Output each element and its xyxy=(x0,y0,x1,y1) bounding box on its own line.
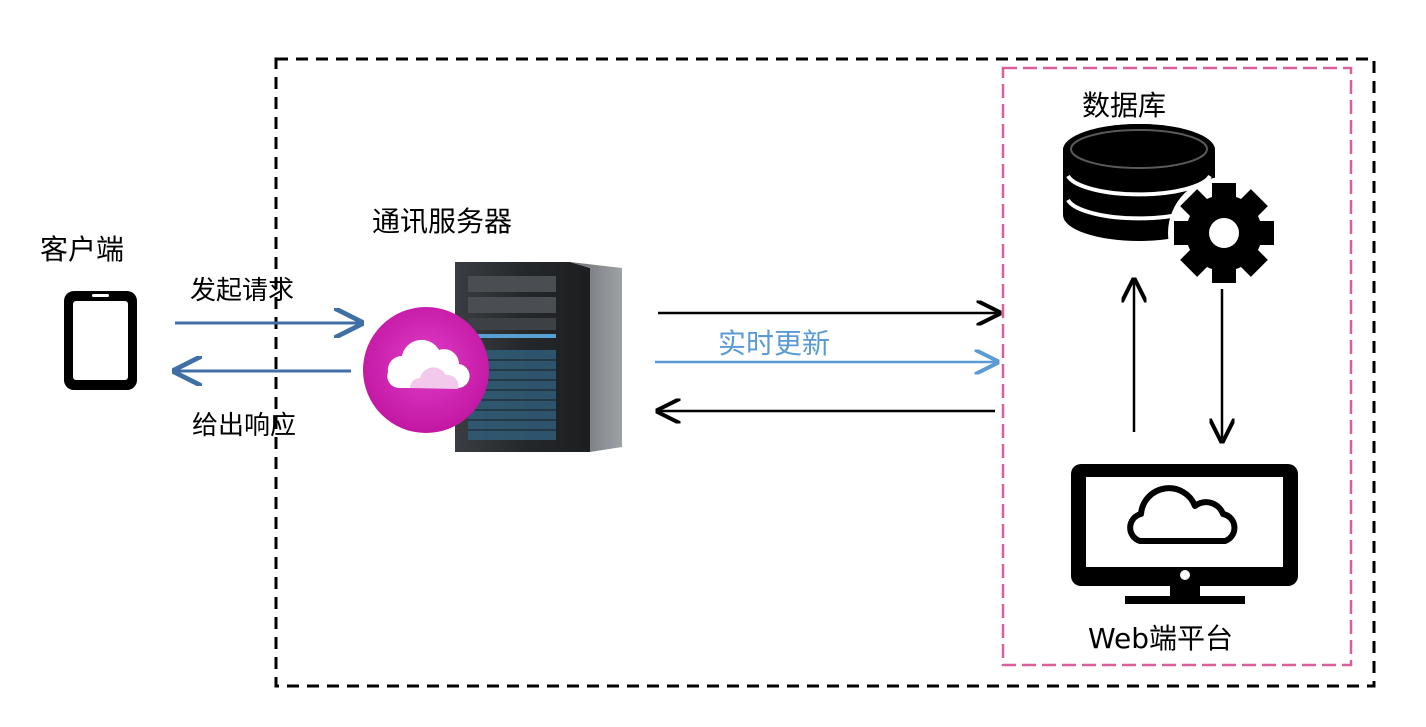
realtime-update-label: 实时更新 xyxy=(718,327,831,360)
cloud-icon xyxy=(1127,485,1238,544)
backend-boundary xyxy=(1001,66,1353,667)
client-label: 客户端 xyxy=(40,233,125,266)
web-platform-label: Web端平台 xyxy=(1088,622,1234,655)
monitor-icon xyxy=(1071,464,1298,604)
request-label: 发起请求 xyxy=(190,276,295,306)
database-label: 数据库 xyxy=(1082,89,1167,122)
system-boundary xyxy=(274,57,1376,688)
server-label: 通讯服务器 xyxy=(372,205,513,238)
response-label: 给出响应 xyxy=(192,411,297,441)
cloud-badge-icon xyxy=(363,307,489,433)
phone-icon xyxy=(64,291,137,390)
gear-icon xyxy=(1168,177,1280,289)
